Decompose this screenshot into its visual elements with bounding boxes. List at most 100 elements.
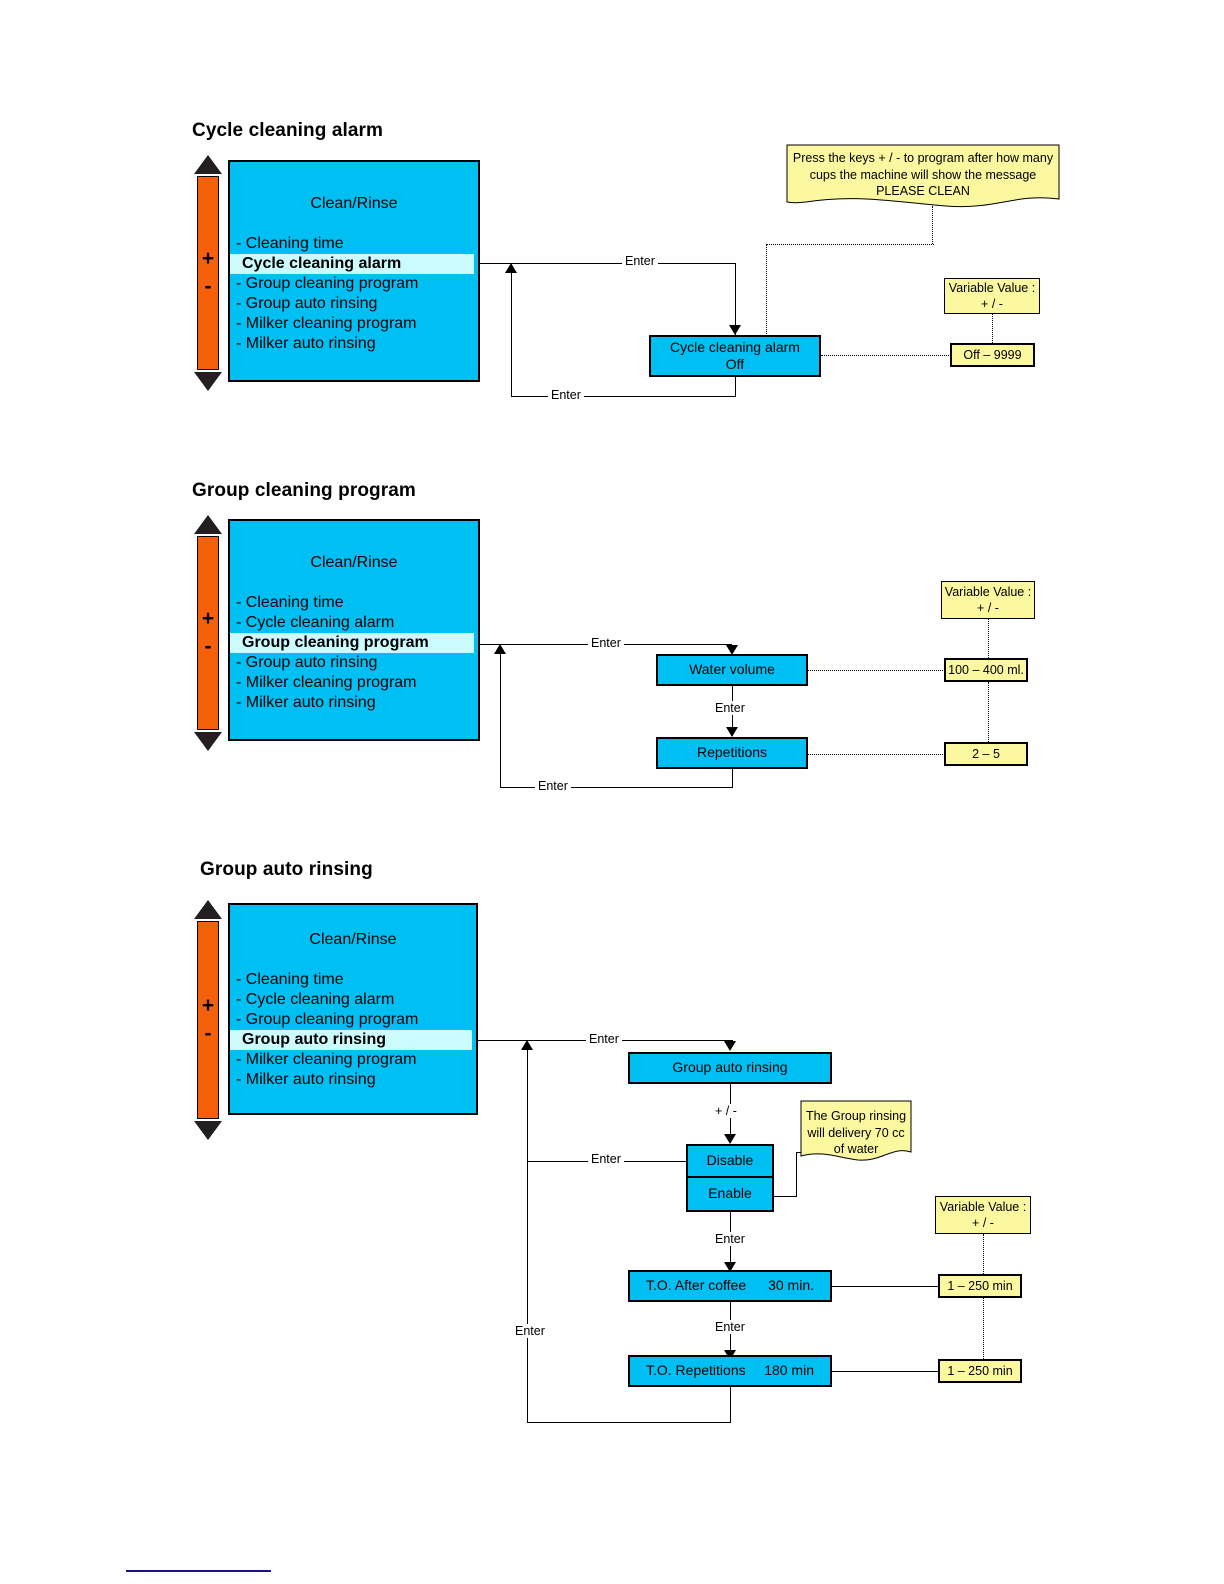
menu-item-cycle-cleaning-alarm[interactable]: - Cycle cleaning alarm [236,991,395,1008]
edge-label-plus-minus-s3: + / - [712,1104,740,1118]
value-range-label: 2 – 5 [972,746,1000,761]
lcd-screen-title: Clean/Rinse [309,931,397,948]
edge-label-enter-in-s1: Enter [622,254,658,268]
menu-item-group-cleaning-program[interactable]: - Group cleaning program [236,275,419,292]
process-box-cycle-cleaning-alarm: Cycle cleaning alarm Off [649,335,821,377]
scroll-down-arrow-icon[interactable] [194,732,222,751]
menu-item-milker-auto-rinsing[interactable]: - Milker auto rinsing [236,335,376,352]
scroll-bar-section2[interactable]: + - [197,536,219,730]
variable-value-sub: + / - [972,1216,994,1230]
callout-line-2: cups the machine will show the message [809,167,1037,182]
lcd-menu-section1: Clean/Rinse - Cleaning time Cycle cleani… [228,160,480,382]
menu-item-group-auto-rinsing[interactable]: Group auto rinsing [230,1030,472,1050]
option-disable[interactable]: Disable [688,1146,772,1178]
lcd-menu-section3: Clean/Rinse - Cleaning time - Cycle clea… [228,903,478,1115]
footer-rule [126,1570,271,1572]
process-box-group-auto-rinsing: Group auto rinsing [628,1052,832,1084]
scroll-bar-section3[interactable]: + - [197,921,219,1119]
scroll-down-arrow-icon[interactable] [194,372,222,391]
variable-value-box-s2: Variable Value : + / - [941,581,1035,619]
value-range-label: 1 – 250 min [947,1363,1013,1378]
callout-shape [800,1100,912,1161]
value-range-label: 100 – 400 ml. [948,662,1024,677]
dotted-note-down-s1 [932,206,933,244]
arrowhead-into-enable-disable [724,1134,736,1144]
scroll-control-section1[interactable]: + - [193,155,223,391]
connector-coffee-to-range [832,1286,939,1287]
connector-enter-in-down-s1 [735,263,736,335]
dotted-varvalue-to-volume-range [988,619,989,658]
section-title-group-auto-rinsing: Group auto rinsing [200,859,373,880]
dotted-volume-range-to-reps-range [988,682,989,742]
menu-item-cycle-cleaning-alarm[interactable]: - Cycle cleaning alarm [236,614,395,631]
connector-return-down-s2 [732,769,733,787]
menu-item-group-cleaning-program[interactable]: - Group cleaning program [236,1011,419,1028]
variable-value-label: Variable Value : [944,584,1032,599]
menu-item-cycle-cleaning-alarm[interactable]: Cycle cleaning alarm [230,254,474,274]
dotted-coffee-range-to-reps-range [983,1298,984,1359]
connector-return-down-s3 [730,1387,731,1422]
variable-value-sub: + / - [981,297,1003,311]
connector-return-up-s3 [527,1049,528,1423]
menu-item-group-auto-rinsing[interactable]: - Group auto rinsing [236,295,378,312]
menu-item-milker-auto-rinsing[interactable]: - Milker auto rinsing [236,694,376,711]
value-range-box-off-9999: Off – 9999 [950,343,1035,367]
menu-item-group-auto-rinsing[interactable]: - Group auto rinsing [236,654,378,671]
menu-item-group-cleaning-program[interactable]: Group cleaning program [230,633,474,653]
edge-label-enter-out-s2: Enter [535,779,571,793]
value-range-box-water-volume: 100 – 400 ml. [944,658,1028,682]
dotted-varvalue-to-range-s1 [992,314,993,343]
to-after-coffee-label: T.O. After coffee [646,1277,747,1294]
menu-item-milker-cleaning-program[interactable]: - Milker cleaning program [236,315,417,332]
option-box-enable-disable[interactable]: Disable Enable [686,1144,774,1212]
connector-enable-to-note-h [774,1196,796,1197]
minus-key-label: - [204,1022,212,1045]
dotted-note-into-box-s1 [766,244,767,336]
edge-label-enter-return-s3: Enter [512,1324,548,1338]
edge-label-enter-after-coffee-s3: Enter [712,1320,748,1334]
connector-return-down-s1 [735,377,736,396]
menu-item-milker-cleaning-program[interactable]: - Milker cleaning program [236,674,417,691]
menu-item-cleaning-time[interactable]: - Cleaning time [236,594,344,611]
menu-item-cleaning-time[interactable]: - Cleaning time [236,971,344,988]
menu-item-milker-auto-rinsing[interactable]: - Milker auto rinsing [236,1071,376,1088]
dotted-varvalue-to-coffee-range [983,1234,984,1274]
edge-label-enter-mid-s2: Enter [712,701,748,715]
scroll-control-section2[interactable]: + - [193,515,223,751]
dotted-note-left-s1 [766,244,934,245]
edge-label-enter-disable-s3: Enter [588,1152,624,1166]
menu-item-milker-cleaning-program[interactable]: - Milker cleaning program [236,1051,417,1068]
to-repetitions-value: 180 min [764,1362,814,1379]
option-disable-label: Disable [706,1152,754,1169]
edge-label-enter-in-s2: Enter [588,636,624,650]
variable-value-label: Variable Value : [939,1199,1027,1214]
scroll-bar-section1[interactable]: + - [197,176,219,370]
value-range-label: 1 – 250 min [947,1278,1013,1293]
scroll-up-arrow-icon[interactable] [194,515,222,534]
plus-key-label: + [201,994,215,1018]
arrowhead-into-repetitions [726,727,738,737]
menu-item-cleaning-time[interactable]: - Cleaning time [236,235,344,252]
scroll-up-arrow-icon[interactable] [194,900,222,919]
edge-label-enter-in-s3: Enter [586,1032,622,1046]
scroll-down-arrow-icon[interactable] [194,1121,222,1140]
lcd-screen-title: Clean/Rinse [310,195,398,212]
callout-line-2: will delivery 70 cc [807,1125,905,1140]
option-enable[interactable]: Enable [688,1178,772,1210]
dotted-volume-to-range [808,670,945,671]
scroll-up-arrow-icon[interactable] [194,155,222,174]
arrowhead-return-to-menu-s1 [505,263,517,273]
process-box-water-volume: Water volume [656,654,808,686]
variable-value-label: Variable Value : [948,280,1036,295]
value-range-box-to-repetitions: 1 – 250 min [938,1359,1022,1383]
connector-return-left-s2 [500,787,733,788]
connector-return-up-s2 [500,653,501,788]
scroll-control-section3[interactable]: + - [193,900,223,1140]
process-box-to-repetitions: T.O. Repetitions 180 min [628,1355,832,1387]
connector-reps-to-range [832,1371,939,1372]
dotted-reps-to-range [808,754,945,755]
arrowhead-into-water-volume [726,645,738,655]
process-box-label: Water volume [689,661,775,678]
plus-key-label: + [201,607,215,631]
